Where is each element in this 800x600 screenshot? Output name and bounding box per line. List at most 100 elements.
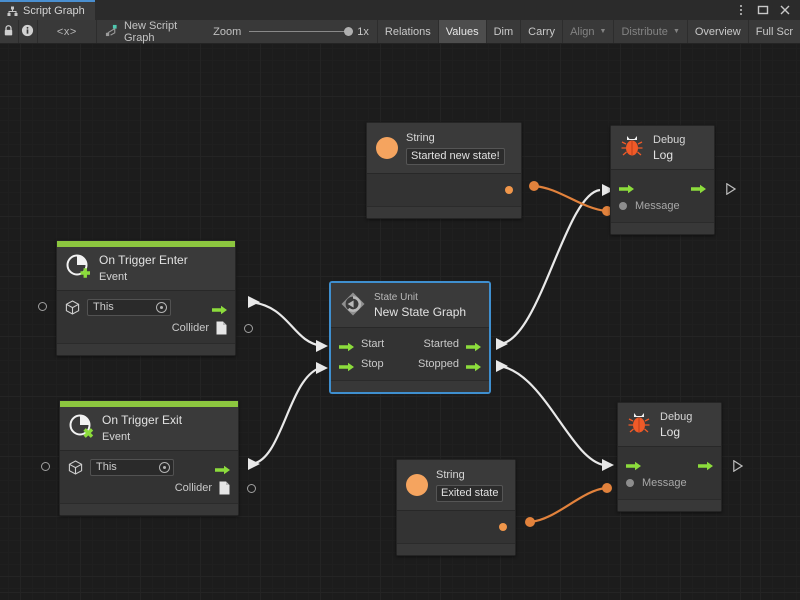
toolbar-button-distribute[interactable]: Distribute▼ xyxy=(613,20,686,43)
start-input-arrow-icon[interactable] xyxy=(339,339,354,352)
target-object-field[interactable]: This xyxy=(87,298,171,316)
string-node-footer xyxy=(367,205,521,218)
string-bottom-output-row xyxy=(405,519,507,535)
debug-log-bottom-message-row: Message xyxy=(626,473,713,493)
wire-arrow-out-stopped xyxy=(496,360,508,372)
toolbar-button-carry[interactable]: Carry xyxy=(520,20,562,43)
on-trigger-enter-collider-row: Collider xyxy=(65,317,227,339)
flow-output-arrow-icon[interactable] xyxy=(698,458,713,471)
debug-log-top-footer xyxy=(611,222,714,235)
wire-arrow-out-enter xyxy=(248,296,260,308)
started-output-label: Started xyxy=(423,338,459,351)
debug-log-top-message-row: Message xyxy=(619,196,706,216)
dim-label: Dim xyxy=(493,25,514,38)
string-node-started[interactable]: String Started new state! xyxy=(366,122,522,219)
debug-log-top-output-port[interactable] xyxy=(726,182,737,196)
zoom-slider-handle[interactable] xyxy=(344,27,354,36)
debug-log-bottom-title: Debug xyxy=(660,411,693,423)
wire-dot-message-bottom-in xyxy=(602,483,612,493)
string-value-field[interactable]: Exited state xyxy=(436,484,504,502)
on-trigger-enter-titles: On Trigger Enter Event xyxy=(99,253,188,283)
toolbar-button-dim[interactable]: Dim xyxy=(485,20,521,43)
on-trigger-exit-body: This Collider xyxy=(60,451,238,503)
wire-arrow-in-start xyxy=(316,340,328,352)
collider-output-label: Collider xyxy=(174,482,212,495)
string-bottom-body xyxy=(397,511,515,543)
string-output-row xyxy=(375,182,513,198)
flow-output-arrow-icon[interactable] xyxy=(215,462,230,475)
graph-toolbar: <x> New Script Graph Zoom 1x Relations V… xyxy=(0,20,800,44)
toolbar-button-overview[interactable]: Overview xyxy=(686,20,748,43)
graph-canvas[interactable]: String Started new state! xyxy=(0,44,800,600)
collider-file-icon xyxy=(219,481,230,495)
wire-exit-to-stop xyxy=(249,366,321,466)
script-graph-icon xyxy=(105,24,118,40)
debug-log-node-top[interactable]: Debug Log Message xyxy=(610,125,737,236)
target-object-value: This xyxy=(93,301,114,314)
debug-log-bottom-header: Debug Log xyxy=(618,403,721,448)
message-input-port[interactable] xyxy=(619,202,627,211)
chevron-down-icon: ▼ xyxy=(599,28,607,35)
target-picker-icon[interactable] xyxy=(159,461,170,473)
string-bottom-header: String Exited state xyxy=(397,460,515,511)
kebab-menu-icon[interactable] xyxy=(735,4,747,16)
close-icon[interactable] xyxy=(779,4,791,16)
info-button[interactable] xyxy=(19,20,38,43)
start-input-label: Start xyxy=(361,338,385,351)
lock-button[interactable] xyxy=(0,20,19,43)
maximize-icon[interactable] xyxy=(757,4,769,16)
debug-log-top-flow-row xyxy=(619,176,706,196)
on-trigger-enter-footer xyxy=(57,343,235,356)
on-trigger-enter-header: On Trigger Enter Event xyxy=(57,247,235,292)
string-value-icon xyxy=(376,136,398,159)
message-label: Message xyxy=(635,200,680,213)
target-object-field[interactable]: This xyxy=(90,458,174,476)
string-value-field[interactable]: Started new state! xyxy=(406,147,505,165)
string-output-port[interactable] xyxy=(499,522,507,531)
on-trigger-enter-collider-port[interactable] xyxy=(244,324,253,333)
message-input-port[interactable] xyxy=(626,479,634,488)
state-unit-node[interactable]: State Unit New State Graph Start Started xyxy=(330,282,490,394)
debug-log-bottom-output-port[interactable] xyxy=(733,459,744,473)
flow-output-arrow-icon[interactable] xyxy=(691,181,706,194)
graph-name-breadcrumb[interactable]: New Script Graph xyxy=(97,19,199,44)
carry-label: Carry xyxy=(528,25,556,38)
string-output-port[interactable] xyxy=(505,185,513,194)
on-trigger-exit-collider-port[interactable] xyxy=(247,484,256,493)
toolbar-button-align[interactable]: Align▼ xyxy=(562,20,613,43)
wire-stopped-to-log-bottom xyxy=(499,364,605,467)
on-trigger-exit-target-row: This xyxy=(68,457,230,477)
toolbar-button-relations[interactable]: Relations xyxy=(376,20,438,43)
on-trigger-exit-subtitle: Event xyxy=(102,430,131,443)
started-output-arrow-icon[interactable] xyxy=(466,339,481,352)
wire-dot-string-bottom-out xyxy=(525,517,535,527)
wire-arrow-out-started xyxy=(496,338,508,350)
toolbar-button-values[interactable]: Values xyxy=(437,20,486,43)
wire-arrow-in-stop xyxy=(316,362,328,374)
target-picker-icon[interactable] xyxy=(156,301,167,313)
graph-name-label: New Script Graph xyxy=(123,19,178,44)
on-trigger-exit-node[interactable]: On Trigger Exit Event This xyxy=(41,400,256,517)
toolbar-button-fullscreen[interactable]: Full Scr xyxy=(747,20,800,43)
on-trigger-exit-titles: On Trigger Exit Event xyxy=(102,413,182,443)
stop-input-arrow-icon[interactable] xyxy=(339,359,354,372)
on-trigger-enter-target-port[interactable] xyxy=(38,302,47,311)
debug-log-node-bottom[interactable]: Debug Log Message xyxy=(617,402,744,513)
tab-script-graph[interactable]: Script Graph xyxy=(0,0,95,20)
on-trigger-enter-body: This Collider xyxy=(57,291,235,343)
zoom-slider[interactable] xyxy=(249,27,354,36)
collider-output-label: Collider xyxy=(171,322,209,335)
on-trigger-enter-node[interactable]: On Trigger Enter Event This xyxy=(38,240,253,357)
flow-input-arrow-icon[interactable] xyxy=(619,181,634,194)
stopped-output-arrow-icon[interactable] xyxy=(466,359,481,372)
string-node-header: String Started new state! xyxy=(367,123,521,174)
code-view-button[interactable]: <x> xyxy=(38,20,97,43)
flow-output-arrow-icon[interactable] xyxy=(212,302,227,315)
toolbar-right-buttons: Relations Values Dim Carry Align▼ Distri… xyxy=(376,20,800,43)
wire-string-to-message-top xyxy=(533,184,607,213)
window-titlebar: Script Graph xyxy=(0,0,800,20)
string-node-exited[interactable]: String Exited state xyxy=(396,459,516,556)
on-trigger-exit-target-port[interactable] xyxy=(41,462,50,471)
flow-input-arrow-icon[interactable] xyxy=(626,458,641,471)
zoom-control[interactable]: Zoom 1x xyxy=(199,20,377,43)
